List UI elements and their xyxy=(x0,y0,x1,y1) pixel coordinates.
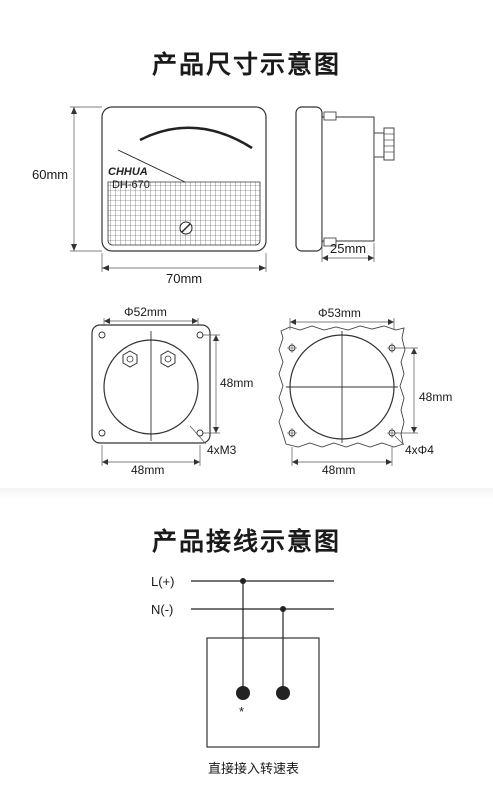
side-front-bezel xyxy=(295,106,323,252)
hex-terminal-icon xyxy=(122,350,138,368)
back-view xyxy=(91,318,220,466)
back-width-label: 48mm xyxy=(131,463,164,477)
terminal-stud xyxy=(373,127,395,161)
wiring-section-title: 产品接线示意图 xyxy=(151,527,341,556)
negative-terminal-icon xyxy=(276,686,290,700)
meter-scale-arc xyxy=(139,126,253,150)
meter-brand-logo: CHHUA xyxy=(108,166,148,178)
side-case-body xyxy=(321,116,375,242)
line-n-label: N(-) xyxy=(151,602,173,617)
cutout-width-label: 48mm xyxy=(322,463,355,477)
wiring-caption: 直接接入转速表 xyxy=(208,761,299,777)
side-view xyxy=(295,106,395,262)
mounting-hole-icon xyxy=(387,428,397,438)
junction-dot xyxy=(280,606,286,612)
cutout-diameter-label: Φ53mm xyxy=(318,306,361,320)
back-height-label: 48mm xyxy=(220,376,253,390)
cutout-height-label: 48mm xyxy=(419,390,452,404)
positive-terminal-icon xyxy=(236,686,250,700)
mounting-screw-icon xyxy=(98,331,106,339)
mounting-hole-icon xyxy=(287,343,297,353)
section-divider xyxy=(0,488,493,500)
panel-cutout-view xyxy=(278,318,418,466)
front-view xyxy=(70,106,267,272)
meter-needle xyxy=(117,149,186,183)
zero-adjust-screw xyxy=(179,221,193,235)
hex-terminal-icon xyxy=(160,350,176,368)
tachometer-box xyxy=(206,637,320,748)
side-depth-label: 25mm xyxy=(330,241,366,256)
meter-model-label: DH-670 xyxy=(112,179,150,191)
junction-dot xyxy=(240,578,246,584)
mounting-hole-icon xyxy=(287,428,297,438)
back-diameter-label: Φ52mm xyxy=(124,305,167,319)
front-height-label: 60mm xyxy=(32,167,68,182)
dimension-section-title: 产品尺寸示意图 xyxy=(151,50,341,79)
wiring-diagram xyxy=(191,578,334,748)
screw-spec-label: 4xM3 xyxy=(207,443,237,457)
front-width-label: 70mm xyxy=(166,271,202,286)
meter-grid-window xyxy=(107,181,261,246)
mounting-screw-icon xyxy=(98,429,106,437)
terminal-polarity-mark: * xyxy=(239,704,244,719)
hole-spec-label: 4xΦ4 xyxy=(405,443,434,457)
line-l-label: L(+) xyxy=(151,574,174,589)
